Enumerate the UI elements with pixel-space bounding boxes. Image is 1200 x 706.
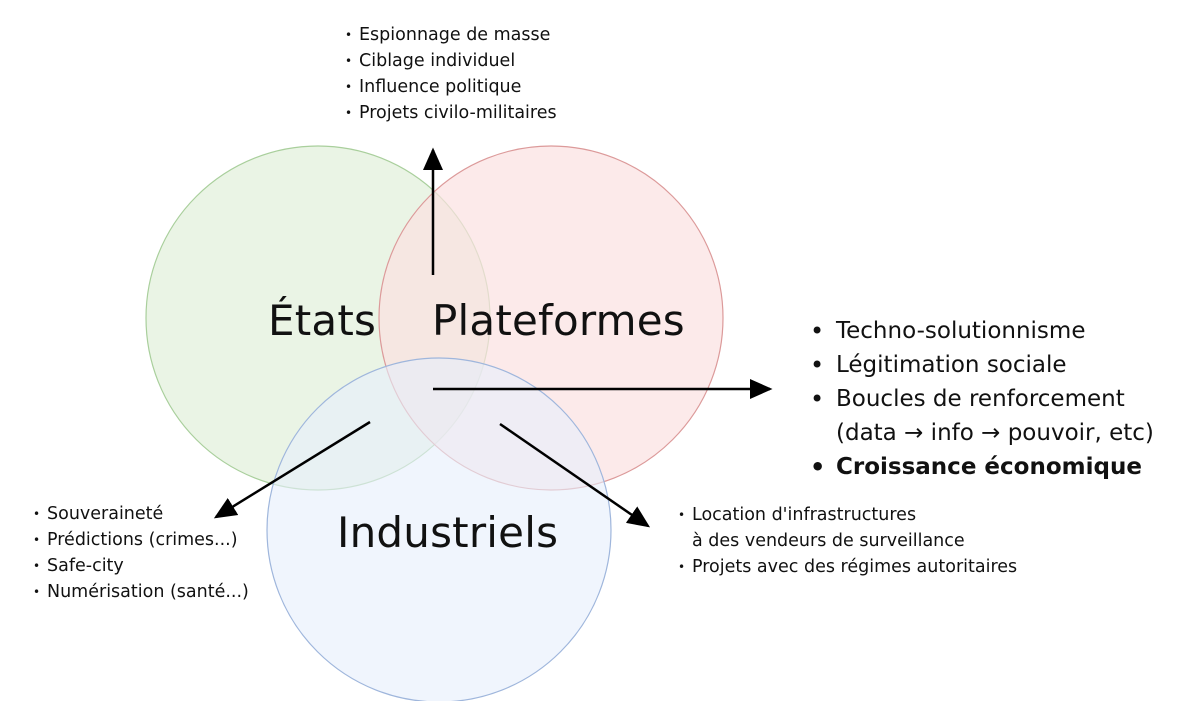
list-item: Légitimation sociale — [808, 348, 1154, 382]
arrow-down-right — [499, 422, 651, 528]
list-item: Techno-solutionnisme — [808, 314, 1154, 348]
list-item: Croissance économique — [808, 450, 1154, 484]
label-plateformes: Plateformes — [432, 296, 685, 345]
list-right: Techno-solutionnisme Légitimation social… — [808, 314, 1154, 484]
list-item: Boucles de renforcement — [808, 382, 1154, 416]
list-bottom-right: Location d'infrastructures à des vendeur… — [678, 502, 1017, 580]
list-left: Souveraineté Prédictions (crimes...) Saf… — [33, 501, 249, 605]
list-item: Espionnage de masse — [345, 22, 557, 48]
list-item-continuation: à des vendeurs de surveillance — [692, 531, 965, 551]
list-item: Souveraineté — [33, 501, 249, 527]
list-item-continuation: (data → info → pouvoir, etc) — [836, 420, 1154, 446]
list-item: Influence politique — [345, 74, 557, 100]
list-item: Ciblage individuel — [345, 48, 557, 74]
list-item: Projets avec des régimes autoritaires — [678, 554, 1017, 580]
list-top: Espionnage de masse Ciblage individuel I… — [345, 22, 557, 126]
list-item: Projets civilo-militaires — [345, 100, 557, 126]
list-item: Location d'infrastructures — [678, 502, 1017, 528]
list-item: Safe-city — [33, 553, 249, 579]
list-item: Prédictions (crimes...) — [33, 527, 249, 553]
label-etats: États — [268, 296, 377, 345]
label-industriels: Industriels — [337, 508, 559, 557]
list-item: Numérisation (santé...) — [33, 579, 249, 605]
